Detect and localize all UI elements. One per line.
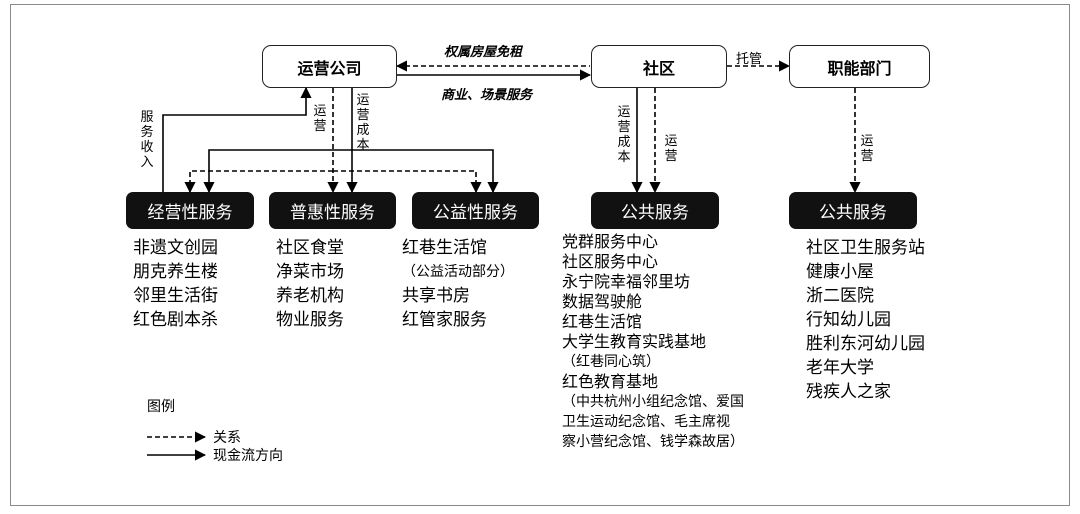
list-item: 红色教育基地 xyxy=(562,372,659,391)
list-item: 朋克养生楼 xyxy=(133,262,218,282)
label-operate-cost-b: 运营成本 xyxy=(617,105,631,165)
legend-title: 图例 xyxy=(147,399,175,415)
list-item: 社区卫生服务站 xyxy=(806,238,925,258)
label-operate-cost-a: 运营成本 xyxy=(356,93,370,153)
label-operate-a: 运营 xyxy=(313,104,327,134)
list-item: 浙二医院 xyxy=(806,286,874,306)
list-item: 行知幼儿园 xyxy=(806,310,891,330)
label-trust: 托管 xyxy=(736,52,763,67)
list-item: 卫生运动纪念馆、毛主席视 xyxy=(562,414,730,430)
node-community: 社区 xyxy=(591,45,727,88)
category-public-2: 公共服务 xyxy=(789,192,917,229)
list-item: 物业服务 xyxy=(276,310,344,330)
list-welfare: 红巷生活馆 （公益活动部分） 共享书房 红管家服务 xyxy=(402,236,514,332)
legend-dashed-label: 关系 xyxy=(213,430,241,446)
list-item: 大学生教育实践基地 xyxy=(562,332,707,351)
list-item: 红管家服务 xyxy=(402,310,487,330)
list-item: 胜利东河幼儿园 xyxy=(806,334,925,354)
list-item: （红巷同心筑） xyxy=(562,354,660,370)
edge-operate-branch-right xyxy=(333,170,482,194)
category-business: 经营性服务 xyxy=(126,192,254,229)
list-item: 健康小屋 xyxy=(806,262,874,282)
category-welfare: 公益性服务 xyxy=(412,192,539,229)
category-inclusive: 普惠性服务 xyxy=(269,192,396,229)
list-item: 红色剧本杀 xyxy=(133,310,218,330)
list-item: 党群服务中心 xyxy=(562,232,659,251)
list-item: 养老机构 xyxy=(276,286,344,306)
category-public-1: 公共服务 xyxy=(591,192,719,229)
list-item: 社区食堂 xyxy=(276,238,344,258)
list-item: 红巷生活馆 xyxy=(402,238,487,258)
node-functional-dept: 职能部门 xyxy=(789,45,930,88)
list-item: 共享书房 xyxy=(402,286,470,306)
list-inclusive: 社区食堂 净菜市场 养老机构 物业服务 xyxy=(276,236,344,332)
list-public-2: 社区卫生服务站 健康小屋 浙二医院 行知幼儿园 胜利东河幼儿园 老年大学 残疾人… xyxy=(806,236,925,404)
label-commercial: 商业、场景服务 xyxy=(441,88,533,103)
edge-cost-branch-left xyxy=(203,149,352,194)
list-item: （中共杭州小组纪念馆、爱国 xyxy=(562,394,744,410)
label-operate-c: 运营 xyxy=(860,134,874,164)
node-operator: 运营公司 xyxy=(262,45,397,88)
edge-operate-branch-left xyxy=(184,170,333,194)
list-item: 数据驾驶舱 xyxy=(562,292,643,311)
list-item: 永宁院幸福邻里坊 xyxy=(562,272,691,291)
edge-cost-branch-right xyxy=(352,149,499,194)
list-item: 邻里生活街 xyxy=(133,286,218,306)
legend-solid-label: 现金流方向 xyxy=(213,448,283,464)
list-business: 非遗文创园 朋克养生楼 邻里生活街 红色剧本杀 xyxy=(133,236,218,332)
list-item: 残疾人之家 xyxy=(806,382,891,402)
list-public-1: 党群服务中心 社区服务中心 永宁院幸福邻里坊 数据驾驶舱 红巷生活馆 大学生教育… xyxy=(562,232,744,452)
list-item: 红巷生活馆 xyxy=(562,312,643,331)
list-item: （公益活动部分） xyxy=(402,264,514,280)
label-operate-b: 运营 xyxy=(664,134,678,164)
label-rent-free: 权属房屋免租 xyxy=(444,45,523,60)
edge-service-income xyxy=(162,86,312,192)
list-item: 社区服务中心 xyxy=(562,252,659,271)
list-item: 净菜市场 xyxy=(276,262,344,282)
list-item: 非遗文创园 xyxy=(133,238,218,258)
diagram-frame xyxy=(10,4,1070,506)
list-item: 察小营纪念馆、钱学森故居） xyxy=(562,434,744,450)
label-service-income: 服务收入 xyxy=(140,110,154,170)
list-item: 老年大学 xyxy=(806,358,874,378)
